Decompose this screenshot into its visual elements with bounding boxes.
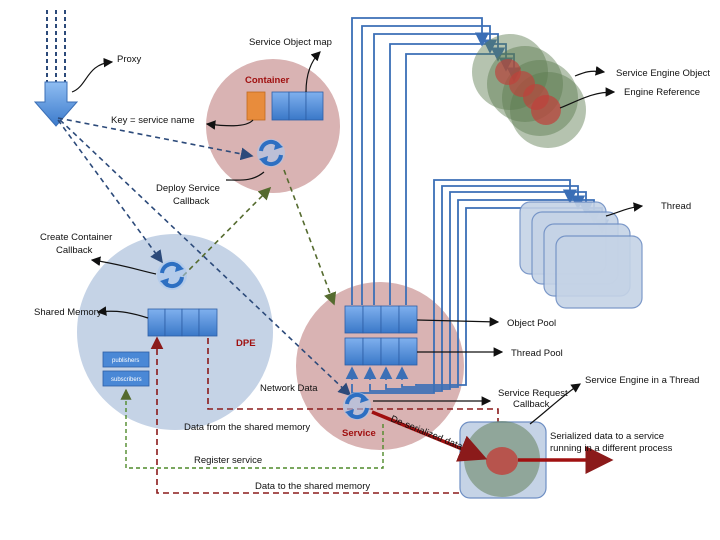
service-label: Service: [342, 428, 376, 439]
deserialized-data-arrow: [371, 410, 488, 462]
create-container-callout: [90, 256, 157, 275]
container-to-service-line: [283, 169, 337, 306]
container-key-block: [246, 91, 266, 121]
proxy-arrow: [33, 10, 79, 127]
register-service-label: Register service: [194, 455, 262, 466]
engine-reference-callout: [559, 87, 616, 109]
subscribers-label: subscribers: [111, 377, 142, 383]
service-object-map-label: Service Object map: [249, 37, 332, 48]
thread-connectors: [351, 179, 610, 394]
deploy-service-label-2: Callback: [173, 196, 210, 207]
thread-stack: [519, 201, 643, 309]
serialized-data-label-1: Serialized data to a service: [550, 431, 664, 442]
proxy-to-service-line: [59, 119, 352, 397]
service-request-callback-icon: [343, 392, 371, 420]
object-pool-pointer: [416, 316, 500, 327]
service-request-label-1: Service Request: [498, 388, 568, 399]
deploy-callout: [225, 171, 265, 181]
service-circle: [296, 282, 464, 450]
proxy-callout: [71, 57, 114, 93]
engine-object-callout: [574, 66, 606, 77]
thread-label: Thread: [661, 201, 691, 212]
shared-memory-queue: [147, 308, 218, 337]
service-object-map-queue: [271, 91, 324, 121]
deploy-service-callback-icon: [257, 139, 285, 167]
service-engine-object-label: Service Engine Object: [616, 68, 710, 79]
thread-pool-queue: [344, 337, 418, 366]
object-pool-queue: [344, 305, 418, 334]
pool-up-arrows: [345, 366, 409, 380]
create-container-callback-icon: [157, 260, 187, 290]
thread-pool-label: Thread Pool: [511, 348, 563, 359]
deploy-service-label-1: Deploy Service: [156, 183, 220, 194]
thread-callout: [605, 202, 644, 217]
register-service-line: [120, 388, 384, 469]
dpe-label: DPE: [236, 338, 256, 349]
create-container-label-1: Create Container: [40, 232, 112, 243]
service-engine-objects: [472, 34, 586, 148]
key-callout: [205, 119, 254, 130]
data-from-shared-memory-label: Data from the shared memory: [184, 422, 310, 433]
engine-in-thread-callout: [529, 383, 581, 425]
create-container-label-2: Callback: [56, 245, 93, 256]
engine-thread-reference: [486, 447, 518, 475]
serialized-data-label-2: running in a different process: [550, 443, 673, 454]
proxy-to-container-line: [57, 117, 254, 161]
engine-reference-label: Engine Reference: [624, 87, 700, 98]
service-engine-in-thread-label: Service Engine in a Thread: [585, 375, 699, 386]
shared-memory-callout: [96, 306, 149, 319]
container-label: Container: [245, 75, 290, 86]
object-pool-label: Object Pool: [507, 318, 556, 329]
network-data-label: Network Data: [260, 383, 318, 394]
shared-memory-label: Shared Memory: [34, 307, 102, 318]
subscribers-box: [102, 370, 150, 387]
proxy-to-dpe-line: [57, 119, 163, 264]
dpe-to-container-line: [182, 186, 272, 277]
proxy-label: Proxy: [117, 54, 142, 65]
publishers-box: [102, 351, 150, 368]
service-request-label-2: Callback: [513, 399, 550, 410]
key-service-name-label: Key = service name: [111, 115, 195, 126]
object-map-callout: [305, 51, 321, 93]
publishers-label: publishers: [112, 358, 139, 364]
data-to-shared-memory-label: Data to the shared memory: [255, 481, 370, 492]
